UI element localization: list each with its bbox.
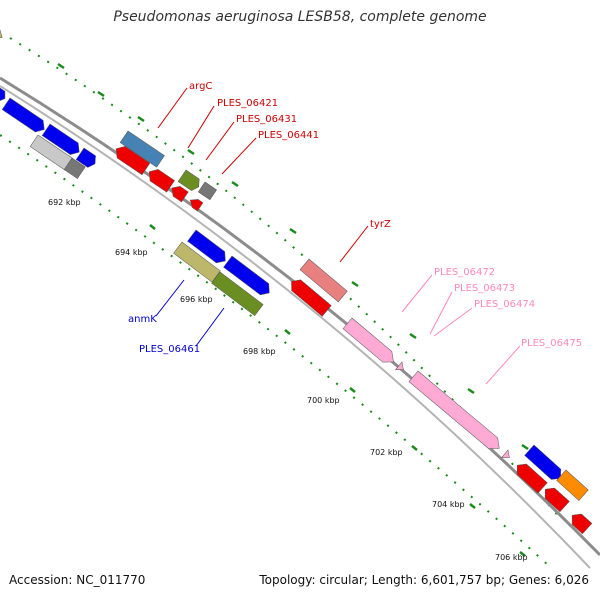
- gene-label-ples-06431: PLES_06431: [236, 114, 297, 125]
- ruler-label-706: 706 kbp: [495, 553, 528, 562]
- gene-ples-06431[interactable]: [177, 169, 202, 193]
- ruler-tick: [231, 180, 239, 188]
- gene-label-anmK: anmK: [128, 314, 157, 325]
- ruler-label-700: 700 kbp: [307, 396, 340, 405]
- ruler-tick: [469, 503, 476, 509]
- ruler-label-704: 704 kbp: [432, 500, 465, 509]
- genome-backbone: [0, 76, 600, 569]
- gene-label-ples-06421: PLES_06421: [217, 98, 278, 109]
- label-leaders: [155, 87, 521, 385]
- gene-reverse-cds[interactable]: [541, 484, 570, 513]
- gene-anmK[interactable]: [173, 241, 221, 283]
- gene-forward-cds[interactable]: [223, 255, 274, 298]
- gene-label-ples-06461: PLES_06461: [139, 344, 200, 355]
- backbone-line-inner: [0, 85, 591, 569]
- gene-tyrZ[interactable]: [299, 258, 348, 303]
- ruler-tick: [187, 148, 195, 156]
- ruler-tick: [97, 90, 105, 98]
- gene-forward-cds[interactable]: [0, 87, 8, 104]
- ruler-label-702: 702 kbp: [370, 448, 403, 457]
- leader-ples-06461: [195, 307, 225, 347]
- gene-label-tyrZ: tyrZ: [370, 219, 391, 230]
- ruler-tick: [521, 443, 529, 451]
- ruler-label-698: 698 kbp: [243, 347, 276, 356]
- ruler-tick: [349, 387, 356, 393]
- ruler-tick: [289, 227, 297, 235]
- leader-tyrZ: [339, 225, 369, 263]
- features-inner: [0, 29, 274, 317]
- features-outer: [112, 130, 593, 535]
- gene-label-ples-06475: PLES_06475: [521, 338, 582, 349]
- gene-forward-cds[interactable]: [187, 229, 230, 266]
- ruler-label-692: 692 kbp: [48, 198, 81, 207]
- gene-label-ples-06473: PLES_06473: [454, 283, 515, 294]
- leader-ples-06474: [433, 307, 473, 337]
- gene-reverse-cds[interactable]: [568, 510, 593, 535]
- gene-forward-cds[interactable]: [524, 444, 566, 484]
- ruler-tick: [149, 224, 156, 230]
- ruler-labels: 692 kbp 694 kbp 696 kbp 698 kbp 700 kbp …: [48, 198, 528, 562]
- gene-reverse-cds[interactable]: [187, 196, 204, 212]
- ruler-ticks: [57, 62, 529, 451]
- ruler-ring-inner: [0, 134, 549, 566]
- genome-summary-text: Topology: circular; Length: 6,601,757 bp…: [259, 573, 589, 587]
- leader-ples-06431: [205, 121, 235, 161]
- gene-forward-cds[interactable]: [41, 123, 83, 158]
- gene-label-ples-06472: PLES_06472: [434, 267, 495, 278]
- gene-reverse-cds[interactable]: [513, 460, 548, 494]
- map-title: Pseudomonas aeruginosa LESB58, complete …: [113, 9, 487, 25]
- leader-ples-06472: [401, 274, 433, 313]
- ruler-rings: [0, 37, 561, 566]
- ruler-tick: [57, 62, 65, 70]
- ruler-tick: [409, 332, 417, 340]
- gene-reverse-cds[interactable]: [168, 183, 189, 203]
- leader-ples-06473: [429, 291, 453, 335]
- gene-ples-06461[interactable]: [211, 271, 264, 317]
- gene-ples-06441[interactable]: [197, 181, 217, 201]
- leader-anmK: [155, 279, 185, 317]
- ruler-ticks-inner: [69, 169, 526, 557]
- gene-reverse-cds[interactable]: [287, 276, 332, 317]
- leader-ples-06421: [187, 105, 215, 149]
- gene-orange[interactable]: [556, 469, 589, 501]
- gene-ples-06475[interactable]: [408, 370, 504, 454]
- ruler-tick: [137, 115, 145, 123]
- gene-label-ples-06474: PLES_06474: [474, 299, 535, 310]
- gene-label-argC: argC: [189, 81, 212, 92]
- gene-label-ples-06441: PLES_06441: [258, 130, 319, 141]
- gene-grey[interactable]: [63, 157, 86, 179]
- ruler-tick: [519, 551, 526, 557]
- gene-argC[interactable]: [119, 130, 165, 168]
- gene-ples-06473[interactable]: [395, 361, 407, 374]
- ruler-tick: [411, 445, 418, 451]
- ruler-label-694: 694 kbp: [115, 248, 148, 257]
- gene-ples-06472[interactable]: [342, 317, 398, 367]
- backbone-line-outer: [0, 76, 600, 557]
- gene-forward-cds[interactable]: [75, 147, 99, 170]
- leader-argC: [157, 87, 188, 129]
- gene-ples-06421[interactable]: [112, 143, 151, 176]
- gene-forward-cds[interactable]: [1, 97, 48, 135]
- gene-ples-06474[interactable]: [501, 449, 513, 462]
- accession-text: Accession: NC_011770: [9, 573, 146, 587]
- gene-reverse-cds[interactable]: [145, 166, 175, 193]
- leader-ples-06475: [485, 345, 521, 385]
- ruler-tick: [284, 329, 291, 335]
- ruler-tick: [467, 387, 475, 395]
- ruler-ring-outer: [9, 37, 561, 519]
- gene-label-group: argC PLES_06421 PLES_06431 PLES_06441 ty…: [128, 81, 582, 355]
- leader-ples-06441: [221, 137, 257, 175]
- ruler-tick: [351, 280, 359, 288]
- ruler-label-696: 696 kbp: [180, 295, 213, 304]
- gene-olive-end[interactable]: [0, 29, 5, 42]
